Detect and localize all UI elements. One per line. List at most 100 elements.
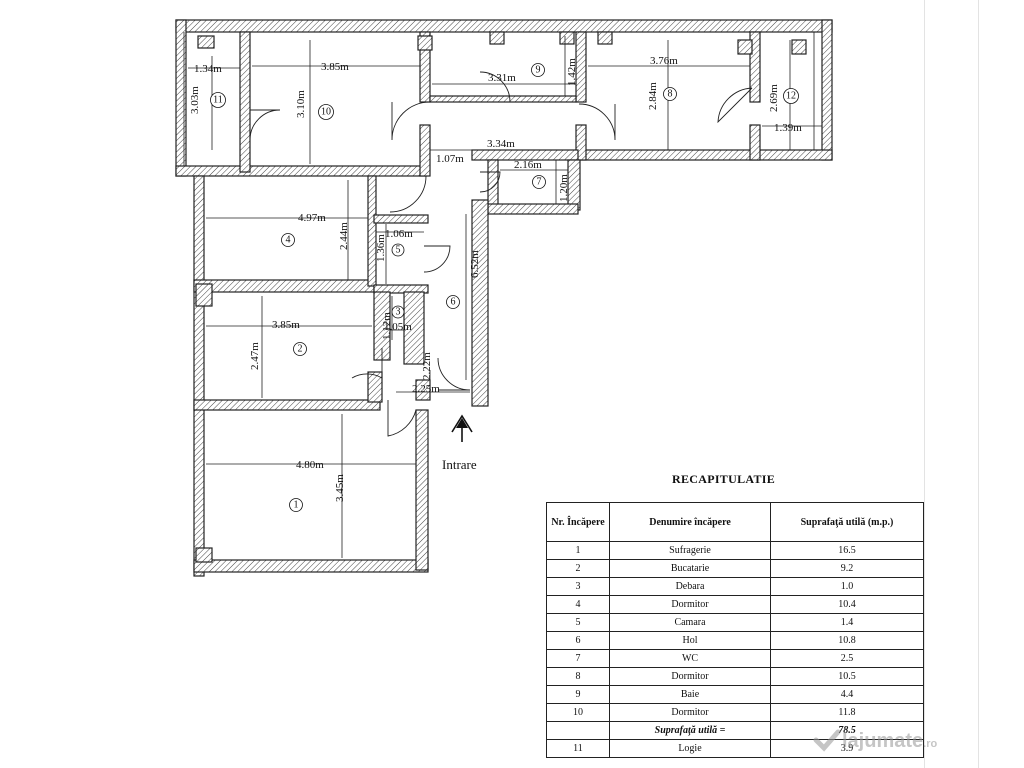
page-edge-line: [978, 0, 979, 768]
dim-label: 1.36m: [375, 234, 387, 262]
dim-label: 3.10m: [295, 90, 307, 118]
dim-label: 4.80m: [296, 459, 324, 471]
recap-cell-name: Baie: [609, 685, 771, 704]
dim-label: 1.42m: [566, 58, 578, 86]
recap-cell-number: 3: [546, 577, 610, 596]
recap-cell-number: 1: [546, 541, 610, 560]
recap-cell-area: 10.5: [770, 667, 924, 686]
recap-title: RECAPITULATIE: [672, 472, 776, 486]
recap-cell-number: 8: [546, 667, 610, 686]
dim-label: 2.69m: [768, 84, 780, 112]
recap-cell-number: 2: [546, 559, 610, 578]
dim-label: 2.16m: [514, 159, 542, 171]
svg-text:4: 4: [286, 235, 291, 246]
dim-label: 4.97m: [298, 212, 326, 224]
recap-cell-number: 10: [546, 703, 610, 722]
dim-label: 3.85m: [272, 319, 300, 331]
room-number-markers: 1 2 3 4 5 6 7 8 9 10 11 12: [210, 63, 799, 512]
room-marker-10: 10: [318, 104, 334, 120]
recap-cell-area: 9.2: [770, 559, 924, 578]
dim-label: 1.05m: [384, 321, 412, 333]
recap-total-label: Suprafaţă utilă =: [609, 721, 771, 740]
dim-label: 1.07m: [436, 153, 464, 165]
entrance-label: Intrare: [442, 457, 477, 472]
wall-left-wing: [193, 175, 429, 577]
svg-text:10: 10: [321, 107, 331, 118]
recap-cell-name: Logie: [609, 739, 771, 758]
room-marker-9: 9: [531, 63, 545, 77]
page-edge-line: [924, 0, 925, 768]
dim-label: 1.34m: [194, 63, 222, 75]
dim-label: 3.76m: [650, 55, 678, 67]
recap-cell-area: 1.4: [770, 613, 924, 632]
recap-cell-number: 4: [546, 595, 610, 614]
dim-label: 1.20m: [558, 174, 570, 202]
recap-cell-empty: [546, 721, 610, 740]
dim-label: 2.47m: [249, 342, 261, 370]
room-marker-12: 12: [783, 88, 799, 104]
svg-text:3: 3: [396, 307, 401, 318]
recap-cell-area: 10.4: [770, 595, 924, 614]
col-header-name: Denumire încăpere: [609, 502, 771, 542]
svg-text:5: 5: [396, 245, 401, 256]
recap-cell-name: Camara: [609, 613, 771, 632]
svg-text:1: 1: [294, 500, 299, 511]
dimension-lines: [188, 36, 822, 558]
recap-cell-name: Debara: [609, 577, 771, 596]
dim-label: 3.34m: [487, 138, 515, 150]
recap-cell-area: 4.4: [770, 685, 924, 704]
room-marker-4: 4: [281, 233, 295, 247]
dim-label: 6.52m: [469, 250, 481, 278]
doors: [249, 71, 753, 437]
recap-cell-name: WC: [609, 649, 771, 668]
recap-cell-number: 9: [546, 685, 610, 704]
watermark-logo-icon: [813, 729, 841, 752]
recap-cell-number: 11: [546, 739, 610, 758]
dim-label: 2.84m: [647, 82, 659, 110]
recap-cell-area: 2.5: [770, 649, 924, 668]
recap-cell-area: 11.8: [770, 703, 924, 722]
room-marker-2: 2: [293, 342, 307, 356]
watermark: lajumate.ro: [842, 730, 937, 753]
room-marker-11: 11: [210, 92, 226, 108]
recap-header-row: Nr. Încăpere Denumire încăpere Suprafaţă…: [546, 502, 924, 542]
svg-text:6: 6: [451, 297, 456, 308]
room-marker-3: 3: [391, 305, 405, 319]
dim-label: 2.22m: [421, 352, 433, 380]
dim-label: 1.06m: [385, 228, 413, 240]
col-header-number: Nr. Încăpere: [546, 502, 610, 542]
room-marker-6: 6: [446, 295, 460, 309]
room-marker-8: 8: [663, 87, 677, 101]
svg-text:12: 12: [786, 91, 796, 102]
entrance-marker: Intrare: [442, 414, 477, 472]
svg-text:8: 8: [668, 89, 673, 100]
recap-cell-name: Dormitor: [609, 595, 771, 614]
recap-cell-name: Hol: [609, 631, 771, 650]
svg-text:9: 9: [536, 65, 541, 76]
wall-hall: [415, 149, 581, 407]
dim-label: 2.44m: [338, 222, 350, 250]
recap-table: Nr. Încăpere Denumire încăpere Suprafaţă…: [546, 502, 924, 758]
recap-cell-number: 7: [546, 649, 610, 668]
recap-cell-area: 16.5: [770, 541, 924, 560]
recap-cell-name: Dormitor: [609, 667, 771, 686]
svg-text:7: 7: [537, 177, 542, 188]
dim-label: 3.31m: [488, 72, 516, 84]
dim-label: 3.85m: [321, 61, 349, 73]
dimension-labels: 1.34m 3.03m 3.85m 3.10m 3.31m 1.42m 3.76…: [189, 55, 802, 502]
svg-text:11: 11: [213, 95, 223, 106]
